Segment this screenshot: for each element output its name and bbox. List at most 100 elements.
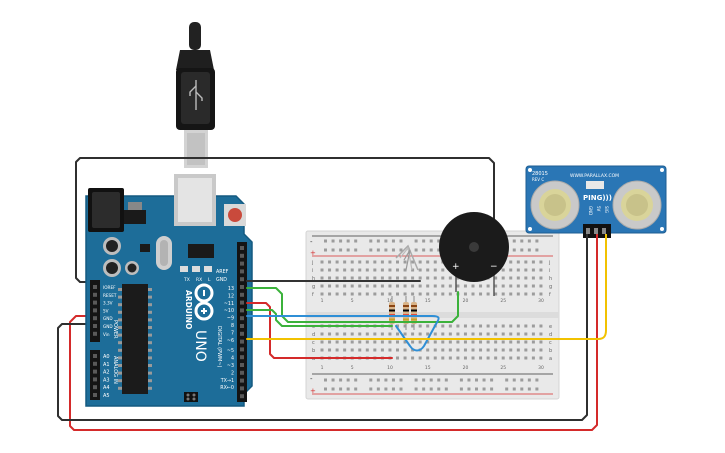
gnd-label: GND [216,277,227,283]
buzzer-minus-label: − [490,262,498,272]
sensor-status-led [586,181,604,189]
row-letter: d [312,332,315,338]
digital-pin-label: TX→1 [220,378,234,384]
column-number: 15 [425,365,431,371]
arduino-model-label: UNO [192,330,208,362]
rail-plus-top: + [310,249,316,257]
row-letter: b [549,348,552,354]
arduino-logo [194,283,214,321]
power-pin-label: IOREF [103,285,116,290]
usb-cable [176,22,215,168]
analog-pin-label: A4 [103,385,110,391]
row-letter: i [549,268,550,274]
sensor-wire-tips [586,234,607,240]
sensor-name: PING))) [583,194,612,202]
digital-pin-label: ~11 [224,301,234,307]
power-pin-label: 3.3V [103,301,113,306]
row-letter: h [312,276,315,282]
digital-pin-label: ~5 [227,348,234,354]
voltage-regulator [124,210,146,224]
analog-pin-label: A3 [103,377,110,383]
column-number: 1 [321,298,324,304]
wire-black-gnd-bottom [57,237,588,421]
digital-pin-label: 8 [231,323,234,329]
led-label-l: L [208,277,211,283]
breadboard-wires [246,237,607,359]
usb-controller-chip [188,244,214,258]
column-number: 25 [500,298,506,304]
power-pin-label: 5V [103,308,109,313]
aref-label: AREF [216,269,229,275]
digital-pin-label: 12 [228,293,234,299]
digital-pin-label: 4 [231,356,234,362]
power-pin-label: RESET [103,293,117,298]
column-number: 25 [500,365,506,371]
column-number: 1 [321,365,324,371]
column-number: 5 [351,298,354,304]
wire-black-gnd-top [75,157,495,297]
digital-pin-label: ~3 [227,363,234,369]
sensor-website: WWW.PARALLAX.COM [570,173,619,179]
column-number: 10 [387,365,393,371]
digital-pin-label: 7 [231,330,234,336]
sensor-transducer-left [530,180,580,230]
row-letter: i [312,268,313,274]
digital-pin-label: 2 [231,370,234,376]
row-letter: j [548,260,550,266]
atmega-chip [118,284,152,394]
usb-cable-wire [189,22,201,50]
sensor-part-number: 28015 [532,171,548,177]
digital-pin-label: ~9 [227,316,234,322]
digital-pin-label: 13 [228,286,234,292]
piezo-buzzer: + − [439,212,509,296]
row-letter: c [312,340,315,346]
rail-plus-bottom: + [310,387,316,395]
row-letter: f [312,292,314,298]
power-header[interactable] [90,280,100,342]
digital-pin-label: ~6 [227,338,234,344]
row-letter: g [312,284,315,290]
wire-red-5v [69,237,598,431]
sensor-pin-label-sig: SIG [604,206,609,213]
led-label-rx: RX [196,277,202,283]
analog-header-label: ANALOG IN [112,356,118,384]
column-number: 5 [351,365,354,371]
analog-header[interactable] [90,350,100,400]
arduino-board[interactable]: TX RX L ARDUINO UNO DIGITAL (PWM~) [85,174,253,407]
row-letter: g [549,284,552,290]
row-letter: a [549,356,552,362]
power-pin-label: Vin [103,332,110,337]
column-number: 15 [425,298,431,304]
rgb-led [395,244,419,271]
arduino-brand-label: ARDUINO [184,290,193,329]
wire-yellow-pin7 [246,237,607,340]
sensor-pin-label-gnd: GND [588,206,593,215]
analog-pin-label: A2 [103,370,110,376]
analog-pin-label: A1 [103,362,110,368]
column-number: 10 [387,298,393,304]
digital-header[interactable] [237,242,247,402]
row-letter: c [549,340,552,346]
sensor-pin-label-5v: 5V [596,206,601,212]
rail-minus-bottom: - [310,375,313,383]
usb-symbol-icon [189,80,203,110]
power-header-label: POWER [112,320,118,339]
column-number: 20 [463,298,469,304]
wire-green-pin13 [246,287,459,323]
column-number: 30 [538,298,544,304]
ping-ultrasonic-sensor: 28015 REV C WWW.PARALLAX.COM PING))) GND… [525,165,667,238]
led-label-tx: TX [183,277,190,283]
row-letter: d [549,332,552,338]
sensor-transducer-right [612,180,662,230]
reset-button-cap[interactable] [228,208,242,222]
wire-red-pin11 [246,302,393,359]
row-letter: f [549,292,551,298]
buzzer-hole [469,242,479,252]
digital-pin-label: ~10 [224,308,234,314]
power-pin-label: GND [103,316,113,321]
column-number: 20 [463,365,469,371]
wire-blue-loop [387,315,440,352]
buzzer-plus-label: + [452,262,460,272]
analog-pin-label: A0 [103,354,110,360]
